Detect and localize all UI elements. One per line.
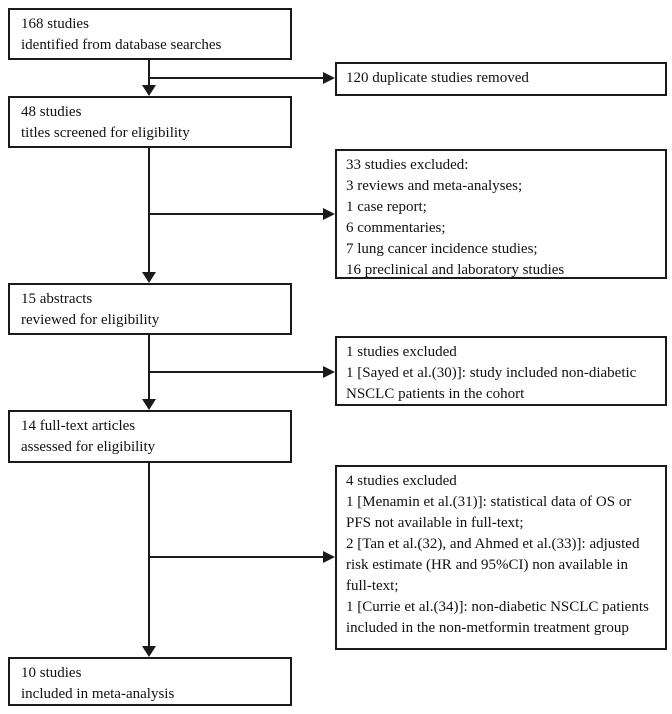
connector-line-2 xyxy=(148,148,150,273)
exclusion-box-abstract-review: 1 studies excluded 1 [Sayed et al.(30)]:… xyxy=(335,336,667,406)
arrow-right-icon-3 xyxy=(323,366,335,378)
branch-line-2 xyxy=(148,213,324,215)
arrow-right-icon-2 xyxy=(323,208,335,220)
branch-line-3 xyxy=(148,371,324,373)
arrow-right-icon-4 xyxy=(323,551,335,563)
flow-box-abstract-review: 15 abstracts reviewed for eligibility xyxy=(8,283,292,335)
arrow-down-icon-4 xyxy=(142,646,156,657)
flow-box-title-screening: 48 studies titles screened for eligibili… xyxy=(8,96,292,148)
exclusion-box-title-screening: 33 studies excluded: 3 reviews and meta-… xyxy=(335,149,667,279)
exclusion-box-duplicates-removed: 120 duplicate studies removed xyxy=(335,62,667,96)
flow-box-identification: 168 studies identified from database sea… xyxy=(8,8,292,60)
arrow-down-icon-3 xyxy=(142,399,156,410)
arrow-down-icon-2 xyxy=(142,272,156,283)
branch-line-1 xyxy=(148,77,324,79)
flow-box-included: 10 studies included in meta-analysis xyxy=(8,657,292,706)
flow-box-fulltext-assessment: 14 full-text articles assessed for eligi… xyxy=(8,410,292,463)
arrow-down-icon-1 xyxy=(142,85,156,96)
exclusion-box-fulltext-assessment: 4 studies excluded 1 [Menamin et al.(31)… xyxy=(335,465,667,650)
connector-line-4 xyxy=(148,463,150,647)
connector-line-3 xyxy=(148,335,150,400)
branch-line-4 xyxy=(148,556,324,558)
connector-line-1 xyxy=(148,60,150,86)
arrow-right-icon-1 xyxy=(323,72,335,84)
